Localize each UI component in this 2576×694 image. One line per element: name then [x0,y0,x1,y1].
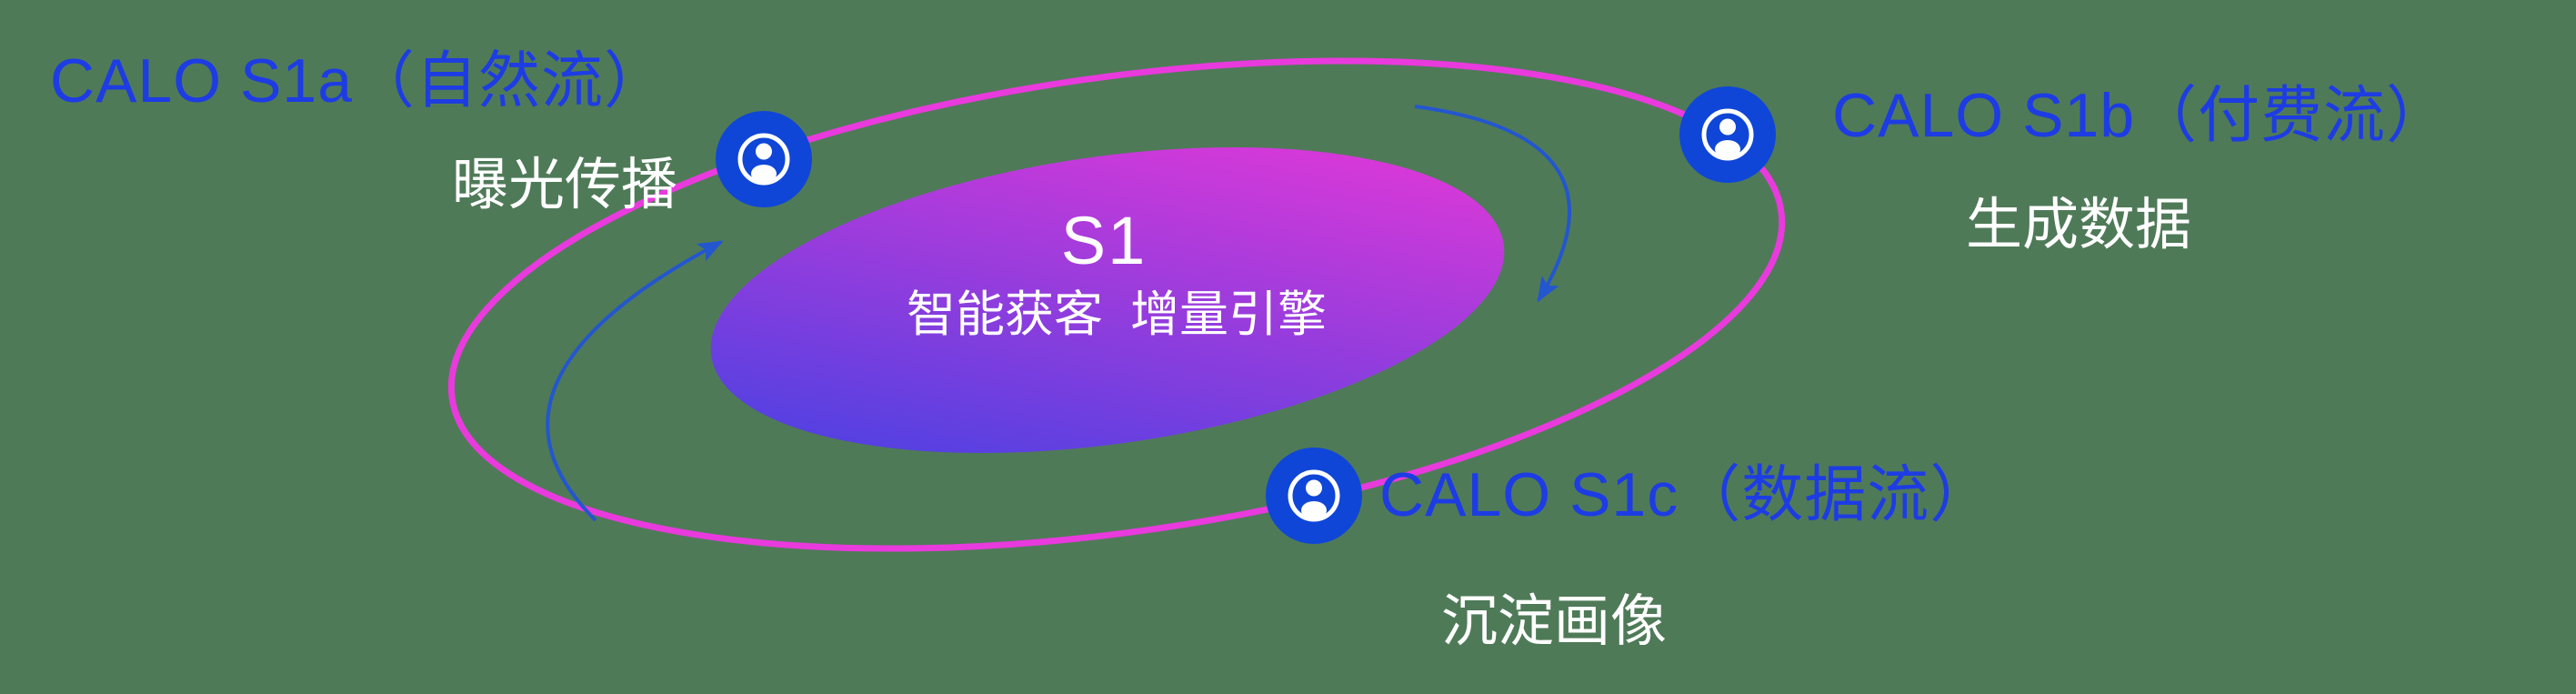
node-s1b-title: CALO S1b（付费流） [1832,81,2450,150]
orbit-ring [447,57,1786,552]
user-icon [716,111,812,207]
flow-arrow-left [546,240,724,522]
core-gradient-ellipse [710,146,1505,454]
core-title: S1 [1060,203,1148,278]
node-s1c-title: CALO S1c（数据流） [1379,460,1993,529]
node-s1c-subtitle: 沉淀画像 [1441,590,1668,653]
node-s1a-title: CALO S1a（自然流） [50,46,667,116]
user-icon [1266,448,1362,544]
node-s1b-subtitle: 生成数据 [1966,194,2192,256]
core-subtitle: 智能获客 增量引擎 [906,287,1328,342]
user-icon [1679,86,1776,183]
flow-arrow-right [1414,105,1571,303]
node-s1a-subtitle: 曝光传播 [452,154,678,216]
